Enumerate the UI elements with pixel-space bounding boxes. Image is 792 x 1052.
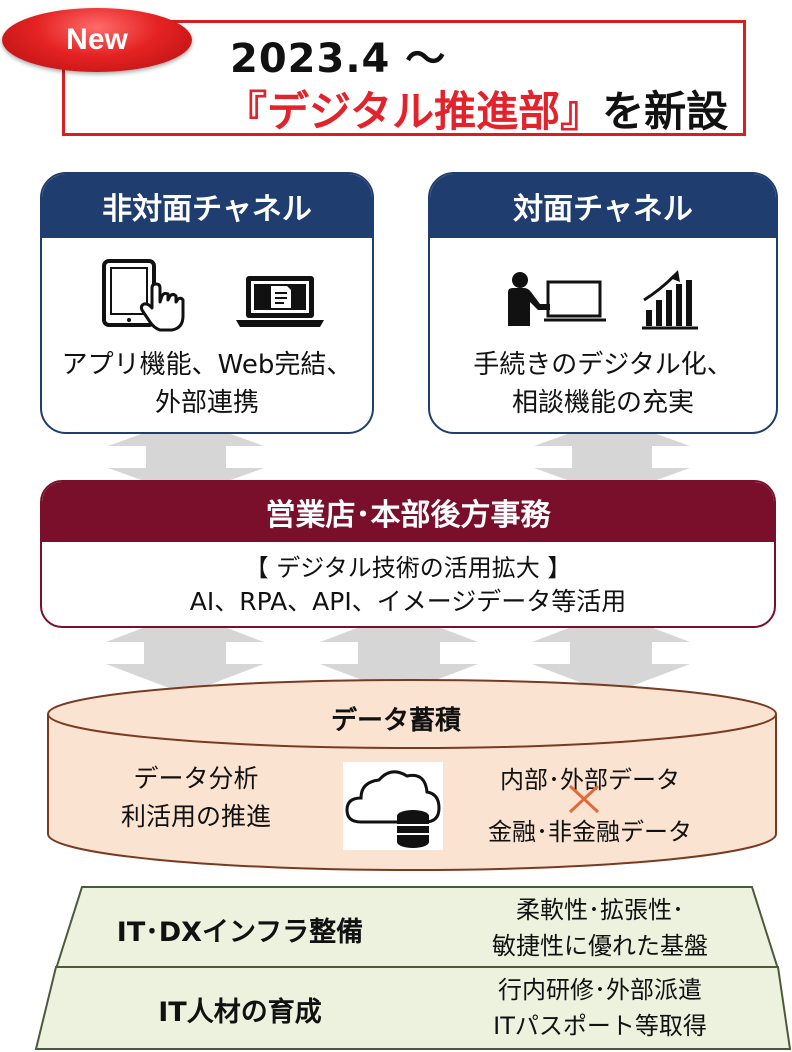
arrow-backoffice-data-center (320, 612, 478, 694)
backoffice-subtitle: 【 デジタル技術の活用拡大 】 (244, 554, 572, 582)
new-badge: New (2, 8, 192, 72)
non-face-channel-title: 非対面チャネル (42, 174, 372, 238)
data-store-right-line-2: 金融･非金融データ (488, 818, 692, 846)
infra-desc-line-2: 敏捷性に優れた基盤 (492, 932, 708, 960)
tablet-touch-icon (100, 258, 192, 338)
department-name: 『デジタル推進部』 (225, 87, 603, 136)
data-store-left-line-1: データ分析 (133, 764, 259, 793)
backoffice-box: 営業店･本部後方事務 【 デジタル技術の活用拡大 】 AI、RPA、API、イメ… (40, 480, 776, 628)
talent-desc-line-2: ITパスポート等取得 (493, 1012, 707, 1040)
cloud-database-icon (343, 762, 443, 850)
non-face-channel-desc-1: アプリ機能、Web完結、 (61, 350, 353, 380)
talent-desc: 行内研修･外部派遣 ITパスポート等取得 (440, 972, 760, 1044)
infra-label: IT･DXインフラ整備 (116, 917, 364, 948)
face-channel-desc-1: 手続きのデジタル化、 (473, 350, 733, 380)
data-store-left-line-2: 利活用の推進 (120, 802, 271, 831)
launch-date: 2023.4 ～ (230, 36, 447, 82)
consultation-icon (504, 270, 608, 332)
face-channel-title: 対面チャネル (430, 174, 776, 238)
title-suffix: を新設 (602, 87, 729, 136)
arrow-face-backoffice (534, 418, 690, 496)
foundation-layer-infra: IT･DXインフラ整備 柔軟性･拡張性･ 敏捷性に優れた基盤 (0, 886, 792, 970)
face-channel-desc-2: 相談機能の充実 (511, 388, 694, 418)
page-title: 『デジタル推進部』を新設 (225, 78, 728, 139)
infra-desc-line-1: 柔軟性･拡張性･ (516, 896, 684, 924)
talent-desc-line-1: 行内研修･外部派遣 (498, 976, 702, 1004)
foundation-layer-talent: IT人材の育成 行内研修･外部派遣 ITパスポート等取得 (0, 966, 792, 1050)
data-store-left-text: データ分析 利活用の推進 (96, 760, 296, 836)
non-face-channel-card: 非対面チャネル アプリ機能、Web完結、 外部連携 (40, 172, 374, 434)
backoffice-detail: AI、RPA、API、イメージデータ等活用 (189, 587, 627, 616)
cross-mark-icon (566, 784, 602, 814)
backoffice-title: 営業店･本部後方事務 (42, 482, 774, 542)
infra-desc: 柔軟性･拡張性･ 敏捷性に優れた基盤 (440, 892, 760, 964)
laptop-document-icon (234, 272, 326, 334)
arrow-backoffice-data-right (532, 612, 690, 694)
arrow-backoffice-data-left (106, 612, 264, 694)
arrow-non-face-backoffice (108, 418, 264, 496)
non-face-channel-desc-2: 外部連携 (154, 388, 259, 418)
growth-chart-icon (640, 266, 700, 334)
data-store-right-line-1: 内部･外部データ (500, 766, 680, 794)
data-store-title: データ蓄積 (330, 706, 461, 736)
face-channel-card: 対面チャネル 手続きのデジタル化、 相談機能の充実 (428, 172, 778, 434)
talent-label: IT人材の育成 (158, 997, 322, 1028)
